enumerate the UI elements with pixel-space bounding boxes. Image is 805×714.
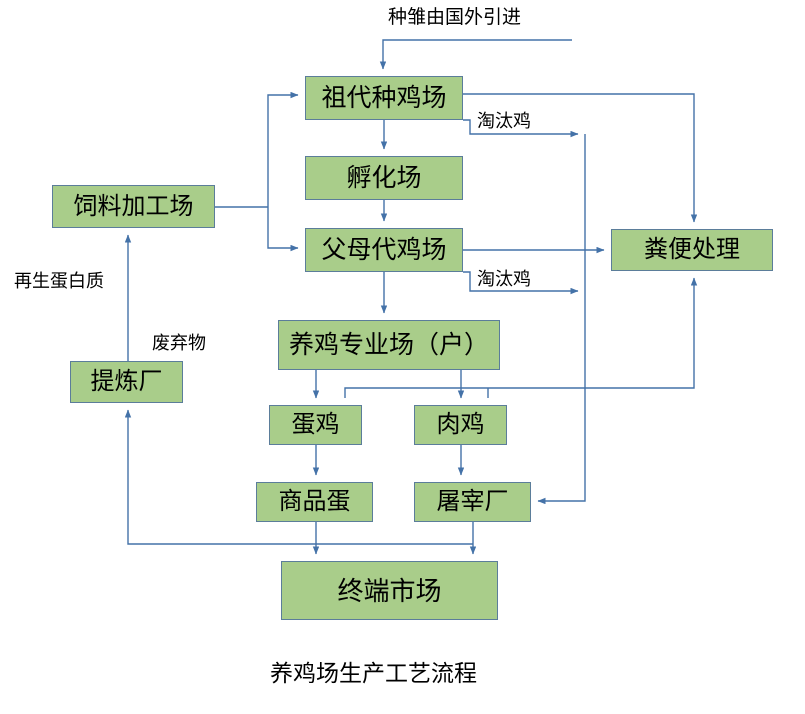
edge-culled-chickens-1 xyxy=(463,119,579,138)
node-slaughterhouse[interactable]: 屠宰厂 xyxy=(414,482,531,522)
node-broiler-chickens[interactable]: 肉鸡 xyxy=(414,405,507,445)
node-extraction-plant[interactable]: 提炼厂 xyxy=(70,361,183,403)
edge-feed-to-parent xyxy=(267,207,299,252)
edge-houses-manure-collector xyxy=(344,277,698,398)
node-terminal-market[interactable]: 终端市场 xyxy=(281,561,498,620)
node-hatchery[interactable]: 孵化场 xyxy=(305,156,463,200)
node-layer-hens[interactable]: 蛋鸡 xyxy=(269,405,362,445)
edge-label-culled-chickens-lower: 淘汰鸡 xyxy=(477,269,531,289)
node-manure-treatment[interactable]: 粪便处理 xyxy=(611,229,773,271)
edge-label-imported-chicks: 种雏由国外引进 xyxy=(388,7,522,28)
edge-feed-to-grandparent xyxy=(267,91,299,207)
edge-label-waste-material: 废弃物 xyxy=(152,333,206,353)
node-grandparent-breeder-farm[interactable]: 祖代种鸡场 xyxy=(305,76,463,120)
node-parent-breeder-farm[interactable]: 父母代鸡场 xyxy=(305,228,463,272)
diagram-caption: 养鸡场生产工艺流程 xyxy=(270,660,477,686)
edge-culled-chickens-2 xyxy=(463,271,579,295)
node-commercial-eggs[interactable]: 商品蛋 xyxy=(256,482,373,522)
node-feed-processing-plant[interactable]: 饲料加工场 xyxy=(52,185,215,228)
edge-label-recycled-protein: 再生蛋白质 xyxy=(14,271,104,291)
edge-culled-to-slaughterhouse xyxy=(537,134,586,505)
edge-waste-to-extraction xyxy=(124,409,473,545)
node-specialized-chicken-farm[interactable]: 养鸡专业场（户） xyxy=(278,320,500,370)
edge-imported-chicks xyxy=(379,39,572,70)
edge-label-culled-chickens-upper: 淘汰鸡 xyxy=(477,111,531,131)
edge-grandparent-to-manure xyxy=(463,93,698,223)
